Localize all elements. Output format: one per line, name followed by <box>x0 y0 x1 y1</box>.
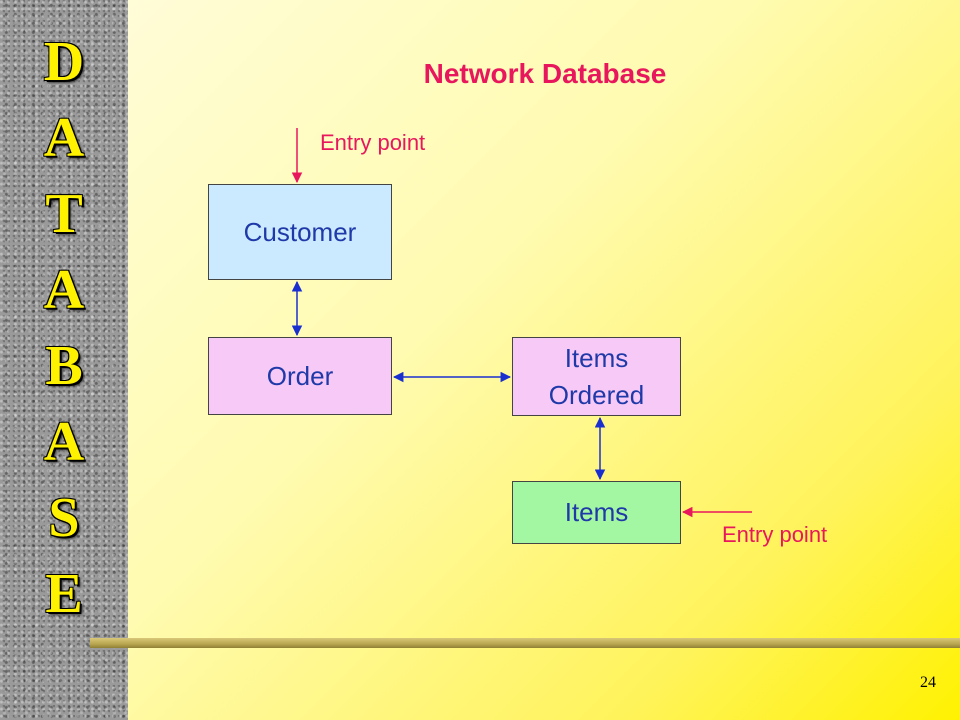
node-order: Order <box>208 337 392 415</box>
node-items-ordered: Items Ordered <box>512 337 681 416</box>
sidebar-letter: A <box>43 411 85 473</box>
node-order-label: Order <box>266 360 334 391</box>
sidebar-letter: S <box>48 487 80 549</box>
node-items: Items <box>512 481 681 544</box>
node-customer-label: Customer <box>243 216 357 247</box>
page-title: Network Database <box>423 58 667 89</box>
node-items-ordered-label-line2: Ordered <box>548 379 645 410</box>
sidebar-texture: D A T A B A S E <box>0 0 128 720</box>
sidebar-letter: T <box>45 183 83 245</box>
sidebar-letter: A <box>43 107 85 169</box>
sidebar-letter: B <box>45 335 83 397</box>
entry-point-label-top: Entry point <box>320 130 426 155</box>
sidebar-letter: D <box>43 31 85 93</box>
page-number: 24 <box>920 674 936 691</box>
entry-point-label-bottom: Entry point <box>722 522 828 547</box>
footer-divider <box>90 638 960 648</box>
sidebar-letter: E <box>45 563 83 625</box>
sidebar-letter: A <box>43 259 85 321</box>
node-items-label: Items <box>564 497 629 528</box>
sidebar-vertical-word: D A T A B A S E <box>0 24 128 632</box>
node-items-ordered-label-line1: Items <box>564 343 629 374</box>
node-customer: Customer <box>208 184 392 280</box>
